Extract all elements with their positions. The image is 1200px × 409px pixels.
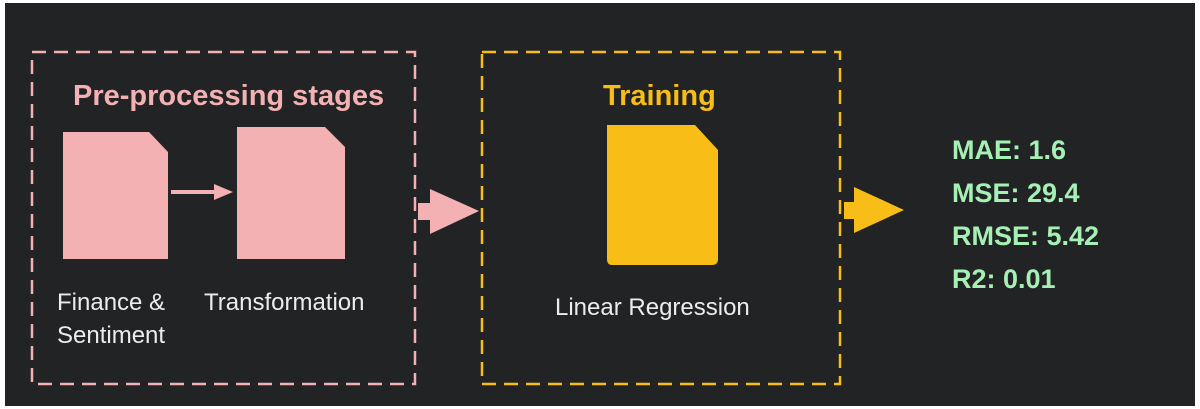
pipeline-diagram: Pre-processing stages Training Finance &… <box>5 3 1195 406</box>
caption-line: Sentiment <box>57 322 166 349</box>
transformation-document-icon <box>237 127 345 259</box>
linear-regression-document-icon <box>607 125 718 265</box>
metric-rmse: RMSE: 5.42 <box>952 221 1100 251</box>
diagram-shapes <box>30 50 904 386</box>
finance-sentiment-document-icon <box>63 132 168 259</box>
caption-line: Transformation <box>204 289 365 316</box>
transformation-caption: Transformation <box>204 286 365 319</box>
metric-mae: MAE: 1.6 <box>952 135 1067 165</box>
preprocessing-group-frame <box>30 50 417 386</box>
metrics-list: MAE: 1.6 MSE: 29.4 RMSE: 5.42 R2: 0.01 <box>952 129 1099 301</box>
step-arrow <box>171 184 233 200</box>
training-group-frame <box>480 50 842 386</box>
preprocessing-to-training-arrow <box>418 189 479 234</box>
training-title: Training <box>603 80 716 112</box>
training-to-metrics-arrow <box>844 187 904 233</box>
finance-sentiment-caption: Finance & Sentiment <box>57 286 165 352</box>
linear-regression-caption: Linear Regression <box>555 294 750 321</box>
metric-mse: MSE: 29.4 <box>952 178 1080 208</box>
caption-line: Finance & <box>57 289 166 316</box>
preprocessing-title: Pre-processing stages <box>73 80 385 112</box>
metric-r2: R2: 0.01 <box>952 264 1056 294</box>
